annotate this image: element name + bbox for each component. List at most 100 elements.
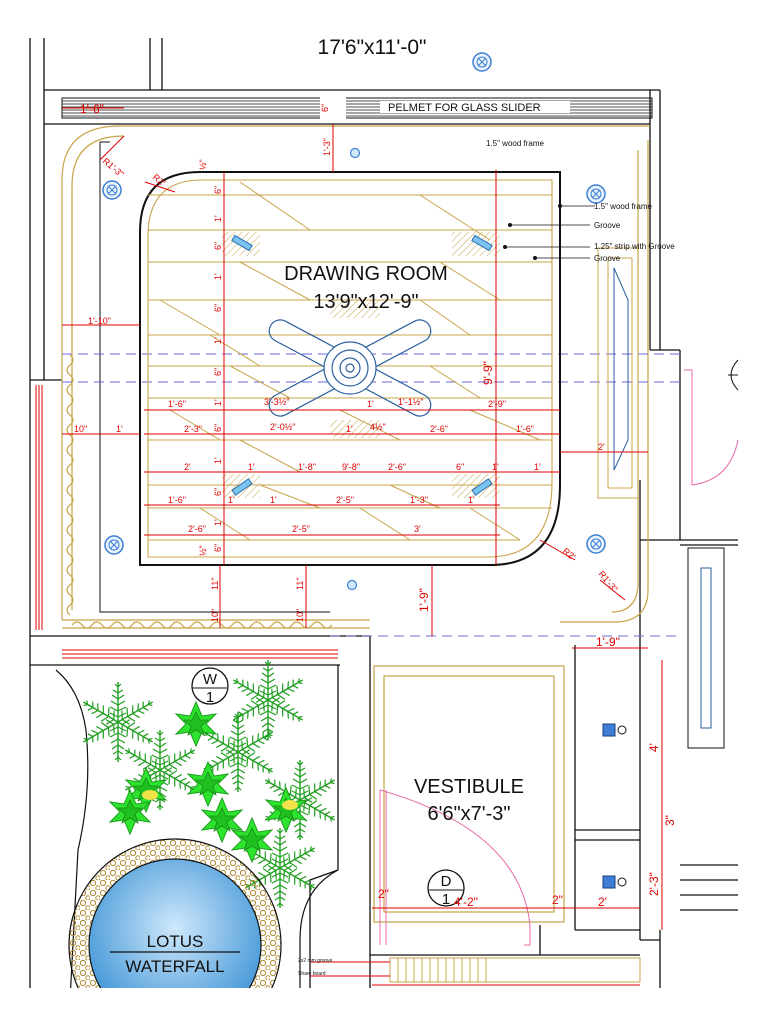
dim-label: ½" [198,159,208,170]
dim-label: 6" [213,544,223,552]
overall-size: 17'6"x11'-0" [318,36,427,59]
lotus-label-1: LOTUS [147,932,204,951]
dim-label: 1' [213,399,223,406]
dim-label: 4' [647,743,661,752]
pelmet: PELMET FOR GLASS SLIDER [61,97,653,119]
note-wood-frame-top: 1.5" wood frame [486,139,545,148]
marker-w-num: 1 [206,689,214,706]
dim-label: 2'-5" [336,495,354,505]
drawing-room-size: 13'9"x12'-9" [313,291,418,313]
dim-label: 3" [663,815,677,826]
dim-label: 1' [248,462,255,472]
dimension-lines [62,107,663,930]
dim-label: R1'-3" [101,156,126,179]
garden [55,660,339,1001]
dim-label: 1' [367,399,374,409]
dim-label: 1'-3" [322,138,332,156]
dim-label: 1' [270,495,277,505]
note-mm-groove: 2x2 mm groove [298,958,333,964]
dim-label: 2'-0½" [270,422,295,432]
marker-w-letter: W [203,671,218,688]
dim-label: 1' [116,424,123,434]
dim-label: 2" [378,887,389,901]
dim-label: ½" [198,545,208,556]
spot-light-icon [346,147,361,591]
right-window-glass [613,267,725,749]
dim-label: 6" [213,186,223,194]
note-strip: 1.25" strip with Groove [594,242,675,251]
dim-label: 1'-3" [410,495,428,505]
dim-label: 2" [552,893,563,907]
vestibule-size: 6'6"x7'-3" [428,803,511,825]
dim-label: 1'-6" [516,424,534,434]
dim-label: 11" [210,577,220,590]
note-wood-frame-right: 1.5" wood frame [594,202,653,211]
wave-border-bottom [71,621,333,629]
dim-label: 2' [184,462,191,472]
dim-label: 3'-3½" [264,397,289,407]
dim-label: 6" [213,424,223,432]
dim-label: 1' [213,337,223,344]
dim-label: 10" [74,424,87,434]
dim-label: 1' [492,462,499,472]
note-groove-2: Groove [594,254,621,263]
vestibule-name: VESTIBULE [414,776,524,798]
dim-label: 1' [346,424,353,434]
left-window [35,385,338,659]
dim-label: 1'-1½" [398,397,423,407]
dim-label: 9'-9" [481,361,495,385]
dim-label: 11" [295,577,305,590]
dim-label: 2'-6" [388,462,406,472]
dim-label: 6" [213,368,223,376]
dim-label: 1' [228,495,235,505]
lotus-label-2: WATERFALL [125,957,224,976]
dimension-labels: 1'-6" 6" 1'-3" R1'-3" R2' ½" 1'-10" 9'-9… [74,102,677,909]
center-lines [62,353,680,637]
dim-label: 3' [414,524,421,534]
wood-border [61,125,650,629]
dim-label: 6" [213,304,223,312]
dim-label: R1'-3" [596,569,619,594]
section-marker-w: W 1 [191,667,229,706]
dim-label: 6" [213,488,223,496]
dim-label: 1' [468,495,475,505]
note-dots [503,204,562,260]
false-ceiling [139,171,561,566]
note-groove-1: Groove [594,221,621,230]
dim-label: 1' [534,462,541,472]
dim-label: 1'-6" [168,495,186,505]
wave-border-left [66,354,74,616]
dim-label: 2' [598,442,605,452]
pink-door-right [684,369,739,486]
note-share-board: Share board [298,971,326,977]
dim-label: 1' [213,273,223,280]
dim-label: R2' [151,172,168,188]
dim-label: 4'-2" [454,895,478,909]
dim-label: 2'-9" [488,399,506,409]
dim-label: 2' [598,895,607,909]
dim-label: 1'-6" [80,102,104,116]
dim-label: 1'-10" [88,316,111,326]
dim-label: 1' [213,457,223,464]
dim-label: 6" [213,242,223,250]
section-marker-d: D 1 [427,869,465,908]
dim-label: 2'-5" [292,524,310,534]
dim-label: 1' [213,519,223,526]
dim-label: 2'-6" [188,524,206,534]
right-window [597,247,639,499]
bottom-mask [0,988,768,1024]
dim-label: 10" [210,609,220,622]
dim-label: 2'-6" [430,424,448,434]
vestibule-room [373,665,565,923]
leader-lines [505,205,595,259]
dim-label: 6" [456,462,464,472]
dim-label: 2'-3" [184,424,202,434]
dim-label: 1'-9" [417,588,431,612]
switch-icon [602,723,627,889]
dim-label: 4½" [370,422,386,432]
dim-label: 2'-3" [647,872,661,896]
lotus-waterfall: LOTUS WATERFALL [68,838,282,1024]
inner-frame [99,141,330,613]
